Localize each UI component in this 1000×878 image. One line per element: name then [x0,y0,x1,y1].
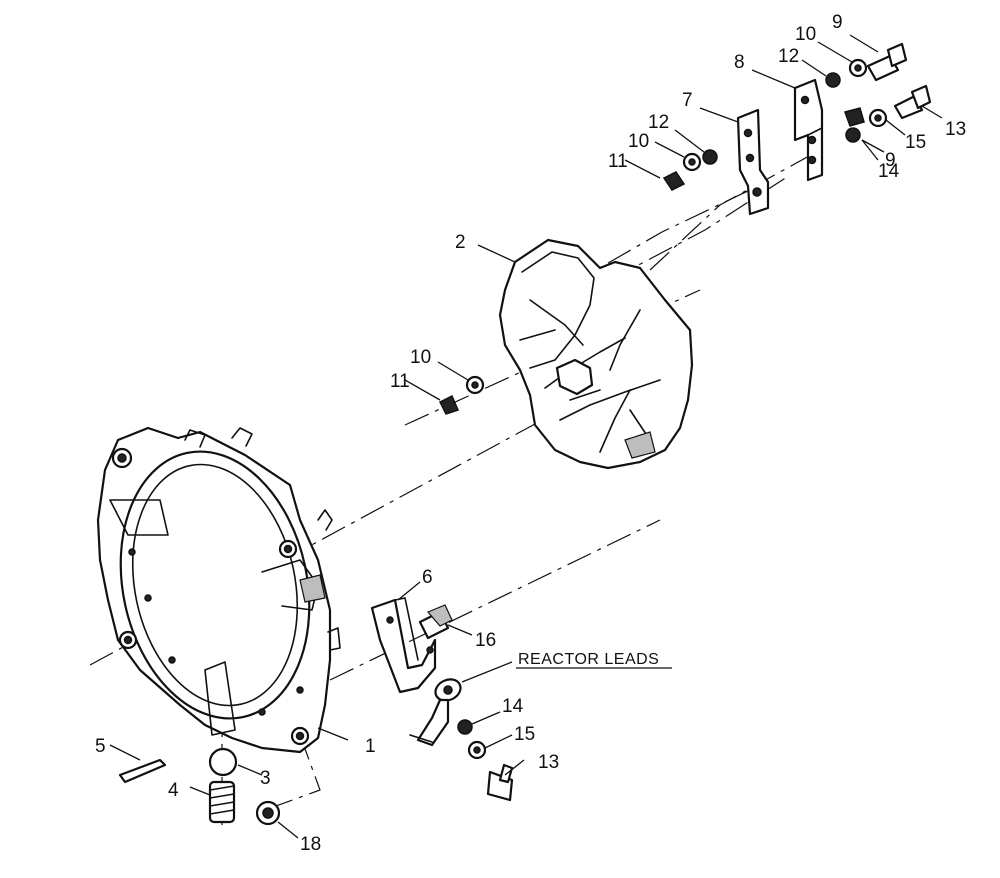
callout-15-bottom: 15 [514,724,535,745]
reactor-lead-terminal [409,678,462,747]
callout-6: 6 [422,567,433,588]
fan-wheel [498,238,694,470]
callout-14-bottom: 14 [502,696,524,717]
callout-11-left: 11 [608,151,628,172]
callout-5: 5 [95,736,106,757]
callout-15-right: 15 [905,132,926,153]
narrow-bracket [736,108,770,216]
callout-3: 3 [260,768,271,789]
callout-1: 1 [365,736,376,757]
housing [96,426,341,754]
hardware-top [662,42,932,191]
angle-bracket [370,597,437,694]
callout-16: 16 [475,630,496,651]
callout-12-left: 12 [648,112,669,133]
reactor-leads-label: REACTOR LEADS [518,651,659,668]
callout-labels: 1 2 3 4 5 6 7 8 9 9 10 10 10 11 11 12 12… [95,12,966,855]
callout-4: 4 [168,780,179,801]
callout-9-top: 9 [832,12,843,33]
callout-18: 18 [300,834,321,855]
callout-12-top: 12 [778,46,799,67]
callout-13-right: 13 [945,119,966,140]
callout-13-bottom: 13 [538,752,559,773]
callout-10-fan: 10 [410,347,431,368]
hardware-fan-mount [438,375,485,415]
callout-8: 8 [734,52,745,73]
callout-14-right: 14 [878,161,900,182]
leader-lines [109,34,943,839]
callout-2: 2 [455,232,466,253]
callout-10-top: 10 [795,24,816,45]
wide-bracket [793,78,824,182]
bolt-16 [418,604,453,640]
callout-9-right: 9 [885,150,896,171]
callout-11-fan: 11 [390,371,410,392]
callout-7: 7 [682,90,693,111]
callout-10-left: 10 [628,131,649,152]
